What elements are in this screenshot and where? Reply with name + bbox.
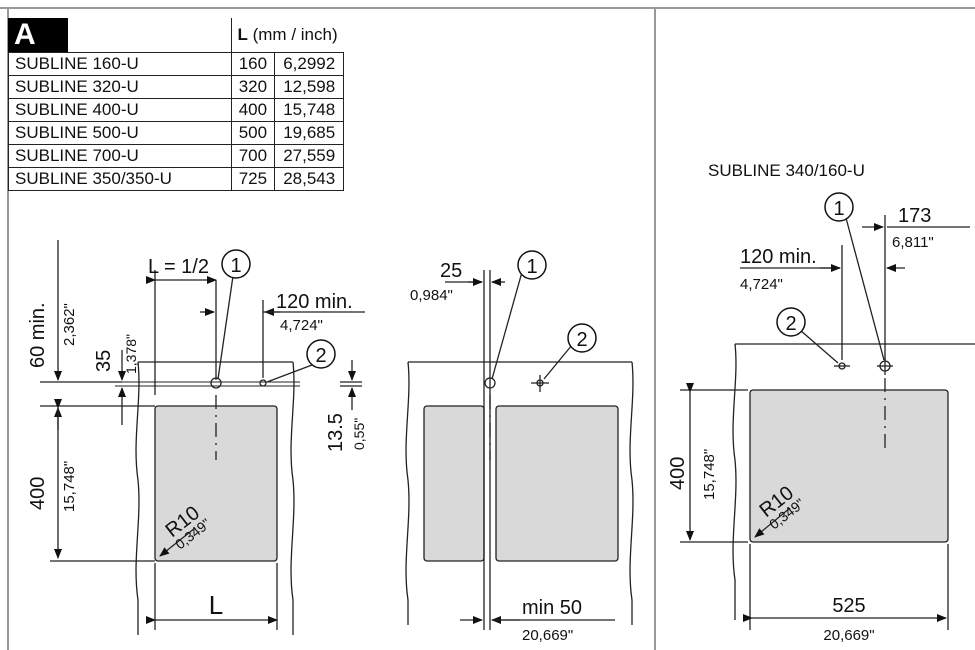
in0984-label: 0,984" bbox=[410, 287, 453, 304]
L-label: L bbox=[209, 590, 223, 620]
cutout-2b bbox=[495, 405, 619, 562]
in055-label: 0,55" bbox=[351, 418, 367, 450]
in20669-label: 20,669" bbox=[522, 627, 573, 644]
drawing-3-title: SUBLINE 340/160-U bbox=[708, 161, 865, 180]
d35-label: 35 bbox=[93, 350, 115, 372]
cutout-2a bbox=[423, 405, 485, 562]
min120-label: 120 min. bbox=[740, 246, 817, 268]
d400-label: 400 bbox=[27, 477, 49, 510]
in15748-label: 15,748" bbox=[61, 461, 78, 512]
callout-2-circle bbox=[306, 339, 336, 369]
in2362-label: 2,362" bbox=[61, 303, 78, 346]
in6811-label: 6,811" bbox=[892, 234, 934, 251]
panel-divider bbox=[654, 8, 656, 650]
table-header-row: L (mm / inch) bbox=[9, 18, 344, 53]
d173-label: 173 bbox=[898, 205, 931, 227]
in1378-label: 1,378" bbox=[123, 334, 139, 374]
min120-label: 120 min. bbox=[276, 291, 353, 313]
hole-1 bbox=[484, 377, 496, 389]
callout-2-label: 2 bbox=[576, 329, 587, 351]
in15748-label: 15,748" bbox=[701, 449, 718, 500]
drawing-3-labels: 1 2 173 6,811" 120 min. 4,724" 400 15,74… bbox=[667, 192, 934, 644]
hole-2 bbox=[259, 379, 267, 387]
in20669-label: 20,669" bbox=[823, 627, 874, 644]
drawing-2-labels: 1 2 25 0,984" min 50 20,669" bbox=[410, 250, 597, 644]
top-border bbox=[0, 7, 975, 9]
callout-1-label: 1 bbox=[833, 198, 844, 220]
d525-label: 525 bbox=[832, 595, 865, 617]
callout-2-label: 2 bbox=[315, 345, 326, 367]
d25-label: 25 bbox=[440, 260, 462, 282]
in4724-label: 4,724" bbox=[280, 317, 323, 334]
drawing-1 bbox=[40, 240, 365, 635]
in4724-label: 4,724" bbox=[740, 276, 783, 293]
left-border bbox=[7, 8, 9, 650]
half-L-label: L = 1/2 bbox=[148, 256, 209, 278]
table-header-L: L (mm / inch) bbox=[230, 18, 344, 53]
min60-label: 60 min. bbox=[27, 302, 49, 368]
callout-1-label: 1 bbox=[230, 255, 241, 277]
drawing-3 bbox=[680, 215, 975, 630]
d13-5-label: 13.5 bbox=[325, 413, 347, 452]
callout-1-circle bbox=[221, 249, 251, 279]
cutout-3 bbox=[749, 389, 949, 543]
drawing-2 bbox=[405, 270, 634, 630]
min50-label: min 50 bbox=[522, 597, 582, 619]
worktop-left-edge bbox=[135, 361, 140, 635]
callout-1-label: 1 bbox=[526, 256, 537, 278]
worktop-right-edge bbox=[290, 361, 295, 635]
section-label: A bbox=[8, 18, 68, 52]
d400-label: 400 bbox=[667, 457, 689, 490]
callout-2-label: 2 bbox=[785, 313, 796, 335]
